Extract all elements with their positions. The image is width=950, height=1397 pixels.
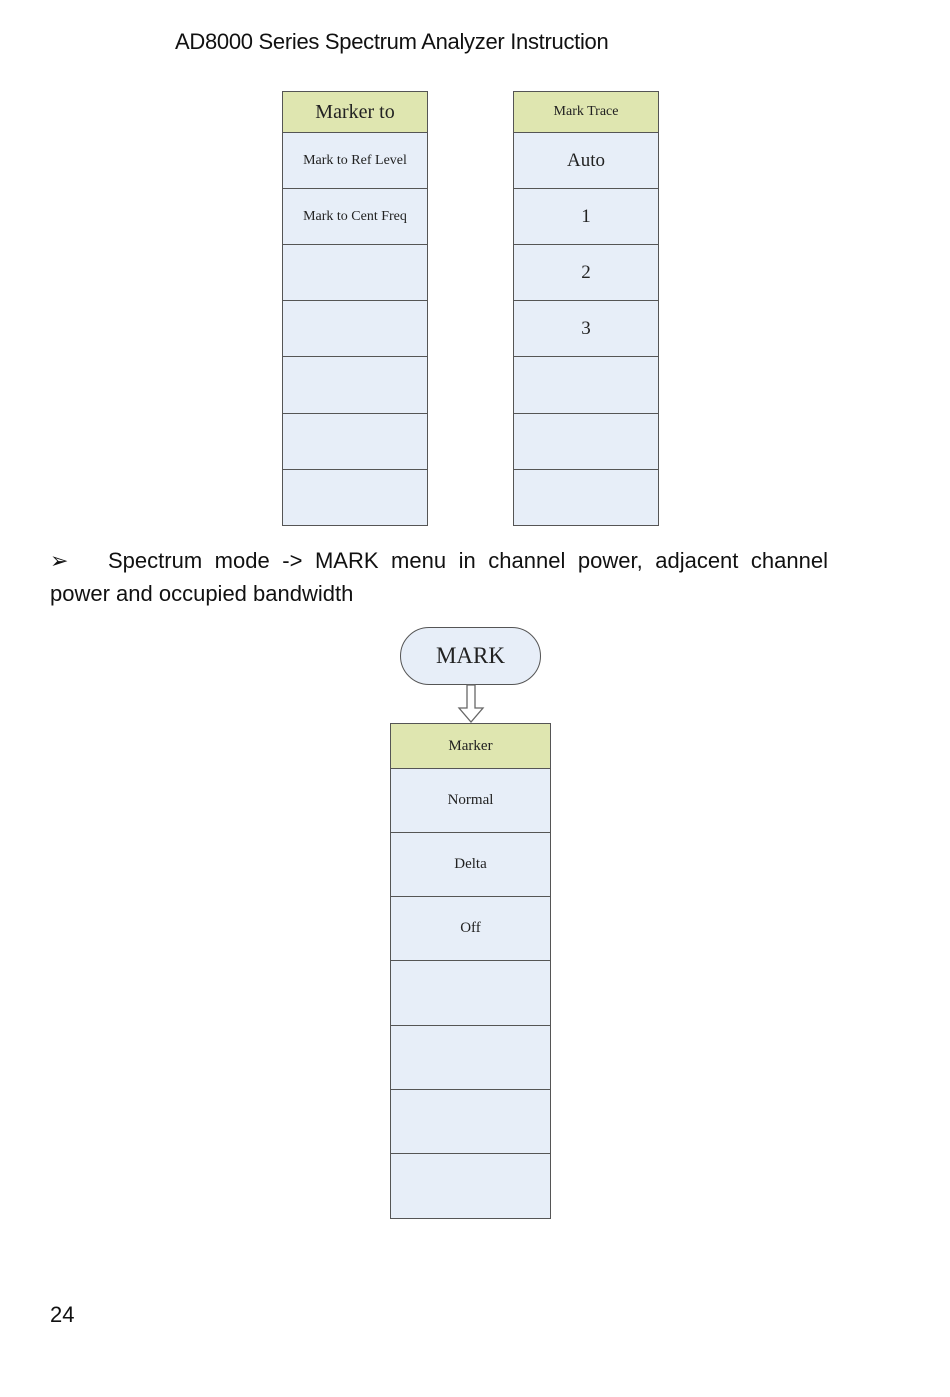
mark-trace-softkey-menu: Mark Trace Auto 1 2 3 <box>513 91 659 526</box>
softkey-empty[interactable] <box>391 1154 550 1218</box>
softkey-empty[interactable] <box>283 470 427 525</box>
marker-to-menu-title: Marker to <box>283 92 427 133</box>
page-number: 24 <box>50 1302 75 1327</box>
mark-hardkey[interactable]: MARK <box>400 627 541 685</box>
softkey-marker-normal[interactable]: Normal <box>391 769 550 833</box>
softkey-marker-off[interactable]: Off <box>391 897 550 961</box>
softkey-empty[interactable] <box>391 961 550 1026</box>
softkey-trace-1[interactable]: 1 <box>514 189 658 245</box>
softkey-empty[interactable] <box>514 357 658 414</box>
softkey-empty[interactable] <box>514 414 658 470</box>
softkey-empty[interactable] <box>283 245 427 301</box>
softkey-empty[interactable] <box>391 1026 550 1090</box>
softkey-trace-3[interactable]: 3 <box>514 301 658 357</box>
flow-arrow-down-icon <box>457 684 485 723</box>
bullet-paragraph: ➢Spectrum mode -> MARK menu in channel p… <box>50 544 828 610</box>
softkey-mark-to-cent-freq[interactable]: Mark to Cent Freq <box>283 189 427 245</box>
bullet-text: Spectrum mode -> MARK menu in channel po… <box>50 548 828 606</box>
softkey-empty[interactable] <box>514 470 658 525</box>
mark-trace-menu-title: Mark Trace <box>514 92 658 133</box>
softkey-trace-auto[interactable]: Auto <box>514 133 658 189</box>
bullet-arrow-icon: ➢ <box>50 548 69 573</box>
marker-softkey-menu: Marker Normal Delta Off <box>390 723 551 1219</box>
softkey-empty[interactable] <box>283 301 427 357</box>
softkey-empty[interactable] <box>391 1090 550 1154</box>
marker-to-softkey-menu: Marker to Mark to Ref Level Mark to Cent… <box>282 91 428 526</box>
page-header-title: AD8000 Series Spectrum Analyzer Instruct… <box>175 29 609 54</box>
softkey-trace-2[interactable]: 2 <box>514 245 658 301</box>
softkey-empty[interactable] <box>283 414 427 470</box>
softkey-mark-to-ref-level[interactable]: Mark to Ref Level <box>283 133 427 189</box>
softkey-empty[interactable] <box>283 357 427 414</box>
marker-menu-title: Marker <box>391 724 550 769</box>
softkey-marker-delta[interactable]: Delta <box>391 833 550 897</box>
